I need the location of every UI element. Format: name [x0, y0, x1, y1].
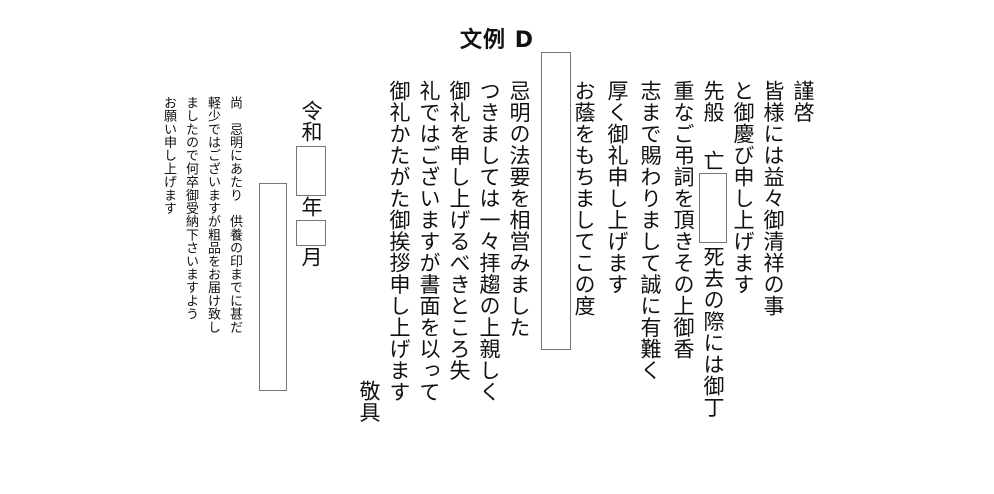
- date-era: 令和: [299, 100, 323, 142]
- letter-line-4-start: 先般: [701, 80, 725, 123]
- sender-name-field[interactable]: [541, 52, 571, 350]
- page-title: 文例 D: [460, 28, 534, 53]
- letter-line-7: 厚く御礼申し上げます: [605, 80, 629, 295]
- letter-closing: 敬具: [357, 380, 381, 423]
- postscript-line-2: 軽少ではございますが粗品をお届け致し: [205, 96, 220, 334]
- letter-line-12: 礼ではございますが書面を以って: [417, 80, 441, 403]
- date-era-year-field[interactable]: [296, 146, 326, 196]
- letter-opening: 謹啓: [791, 80, 815, 123]
- postscript-line-3: ましたので何卒御受納下さいますよう: [183, 96, 198, 321]
- letter-line-5: 重なご弔詞を頂きその上御香: [671, 80, 695, 360]
- letter-line-2: 皆様には益々御清祥の事: [761, 80, 785, 317]
- signature-field[interactable]: [259, 183, 287, 391]
- letter-line-6: 志まで賜わりまして誠に有難く: [638, 80, 662, 381]
- postscript-line-1: 尚 忌明にあたり 供養の印までに甚だ: [227, 96, 242, 334]
- postscript-line-4: お願い申し上げます: [161, 96, 176, 215]
- letter-line-11: 御礼を申し上げるべきところ失: [447, 80, 471, 381]
- letter-line-9: 忌明の法要を相営みました: [507, 80, 531, 338]
- letter-line-13: 御礼かたがた御挨拶申し上げます: [387, 80, 411, 403]
- letter-line-4-end: 死去の際には御丁: [701, 246, 725, 418]
- date-month-label: 月: [299, 246, 323, 267]
- letter-line-10: つきましては一々拝趨の上親しく: [477, 80, 501, 403]
- letter-line-8: お蔭をもちましてこの度: [572, 80, 596, 317]
- deceased-name-field[interactable]: [699, 173, 727, 243]
- date-month-field[interactable]: [296, 220, 326, 246]
- letter-line-3: と御慶び申し上げます: [731, 80, 755, 295]
- date-year-label: 年: [299, 196, 323, 217]
- letter-line-4-deceased: 亡: [701, 150, 725, 172]
